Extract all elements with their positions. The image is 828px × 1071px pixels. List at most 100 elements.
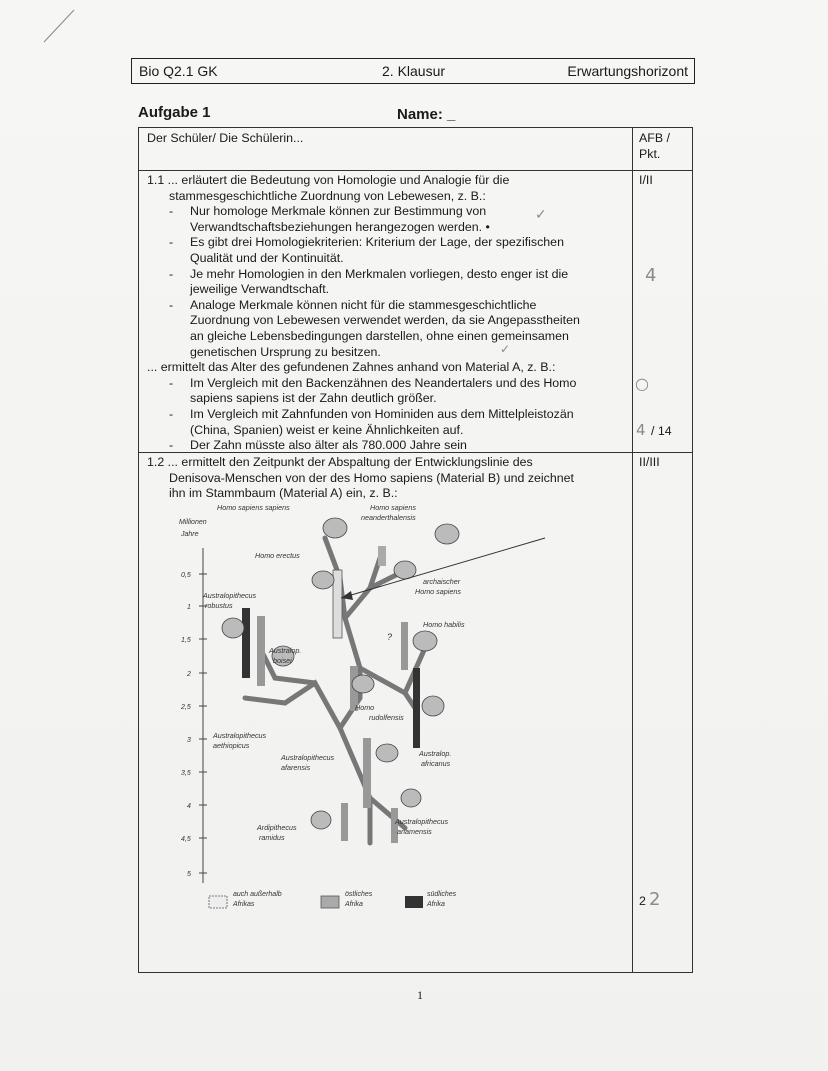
species-label: Ardipithecus bbox=[256, 823, 297, 832]
legend-label: Afrika bbox=[344, 901, 363, 908]
handwritten-score: 4 bbox=[645, 265, 657, 286]
legend-label: östliches bbox=[345, 891, 373, 898]
lineage-bar-erectus bbox=[332, 569, 343, 639]
handwritten-check: ✓ bbox=[500, 342, 511, 356]
legend-swatch-south-africa bbox=[405, 896, 423, 908]
species-label: neanderthalensis bbox=[361, 513, 416, 522]
afb-header: AFB / bbox=[639, 131, 670, 145]
skull-icon bbox=[221, 617, 245, 639]
page-number: 1 bbox=[417, 988, 423, 1002]
lineage-bar-habilis bbox=[401, 622, 408, 670]
species-label: africanus bbox=[421, 759, 451, 768]
tree-legend: auch außerhalb Afrikas östliches Afrika … bbox=[208, 891, 457, 909]
species-label: anamensis bbox=[397, 827, 432, 836]
lineage-bar-boisei bbox=[257, 616, 265, 686]
species-label: Homo erectus bbox=[255, 551, 300, 560]
species-label: Australopithecus bbox=[202, 591, 257, 600]
row-2-content: 1.2 ... ermittelt den Zeitpunkt der Absp… bbox=[147, 455, 632, 502]
row-1-intro-cont: stammesgeschichtliche Zuordnung von Lebe… bbox=[169, 188, 486, 203]
legend-swatch-outside-africa bbox=[208, 895, 228, 909]
row-2-line: ihn im Stammbaum (Material A) ein, z. B.… bbox=[169, 486, 398, 501]
arrow-head bbox=[341, 591, 353, 600]
axis-ticks bbox=[199, 573, 207, 874]
handwritten-score: 4 bbox=[636, 421, 646, 439]
legend-label: auch außerhalb bbox=[233, 891, 282, 898]
list-item: Nur homologe Merkmale können zur Bestimm… bbox=[147, 204, 632, 235]
species-label: ramidus bbox=[259, 833, 285, 842]
list-item: Im Vergleich mit Zahnfunden von Hominide… bbox=[147, 407, 632, 438]
species-labels: Homo sapiens sapiens Homo sapiens neande… bbox=[202, 503, 465, 842]
lineage-bar-anamensis bbox=[341, 803, 348, 841]
tick-label: 3 bbox=[187, 737, 191, 744]
name-label: Name: _ bbox=[397, 106, 456, 123]
skull-icon bbox=[310, 810, 332, 830]
points-header: Pkt. bbox=[639, 146, 661, 161]
species-label: Homo bbox=[355, 703, 374, 712]
species-label: Homo sapiens bbox=[415, 587, 461, 596]
species-label: archaischer bbox=[423, 577, 461, 586]
species-label: Australopithecus bbox=[280, 753, 335, 762]
species-label: Homo sapiens bbox=[370, 503, 416, 512]
legend-swatch-east-africa bbox=[320, 895, 340, 909]
tick-labels: 0,5 1 1,5 2 2,5 3 3,5 4 4,5 5 bbox=[180, 572, 191, 878]
skull-icon bbox=[400, 788, 422, 808]
exam-label: 2. Klausur bbox=[382, 63, 446, 79]
list-item: Im Vergleich mit den Backenzähnen des Ne… bbox=[147, 376, 632, 407]
lineage-bar-afarensis bbox=[363, 738, 371, 808]
row-1-afb: I/II bbox=[639, 173, 653, 187]
tick-label: 0,5 bbox=[181, 572, 191, 579]
species-label: Australopithecus bbox=[394, 817, 449, 826]
row-2-afb: II/III bbox=[639, 455, 660, 469]
species-label: aethiopicus bbox=[213, 741, 250, 750]
column-divider bbox=[632, 128, 633, 972]
tick-label: 3,5 bbox=[181, 770, 191, 777]
handwritten-check: ✓ bbox=[535, 207, 547, 223]
phylogenetic-tree: Millionen Jahre 0,5 1 1,5 2 2,5 3 3,5 4 … bbox=[179, 503, 546, 909]
skull-icon bbox=[271, 645, 295, 667]
tick-label: 4,5 bbox=[181, 836, 191, 843]
document-type-label: Erwartungshorizont bbox=[567, 63, 688, 79]
skull-icons bbox=[221, 517, 460, 830]
handwritten-score: 2 bbox=[649, 889, 661, 910]
list-item: Der Zahn müsste also älter als 780.000 J… bbox=[147, 438, 632, 454]
list-item: Es gibt drei Homologiekriterien: Kriteri… bbox=[147, 235, 632, 266]
tick-label: 5 bbox=[187, 871, 191, 878]
row-1-points: / 14 bbox=[651, 424, 672, 438]
skull-icon bbox=[375, 743, 399, 763]
axis-title: Millionen bbox=[179, 519, 207, 526]
skull-icon bbox=[393, 560, 417, 580]
tick-label: 1 bbox=[187, 604, 191, 611]
lineage-bar-robustus bbox=[242, 608, 250, 678]
list-item: Je mehr Homologien in den Merkmalen vorl… bbox=[147, 267, 632, 298]
species-label: Homo sapiens sapiens bbox=[217, 503, 290, 512]
pen-stroke bbox=[43, 9, 75, 43]
list-item: Analoge Merkmale können nicht für die st… bbox=[147, 298, 632, 360]
species-label: Australopithecus bbox=[212, 731, 267, 740]
legend-label: südliches bbox=[427, 891, 457, 898]
lineage-bar-ramidus bbox=[391, 808, 398, 843]
question-mark: ? bbox=[387, 632, 392, 642]
row-divider bbox=[139, 170, 692, 171]
annotation-arrow bbox=[340, 537, 546, 599]
axis-title: Jahre bbox=[180, 531, 199, 538]
table-head-right: AFB / Pkt. bbox=[639, 131, 670, 162]
species-label: robustus bbox=[205, 601, 233, 610]
row-2-line: Denisova-Menschen von der des Homo sapie… bbox=[169, 470, 574, 485]
tick-label: 2 bbox=[186, 671, 191, 678]
skull-icon bbox=[351, 674, 375, 694]
grading-table: Der Schüler/ Die Schülerin... AFB / Pkt.… bbox=[138, 127, 693, 973]
species-label: Homo habilis bbox=[423, 620, 465, 629]
skull-icon bbox=[434, 523, 460, 545]
lineage-bar-neanderthal bbox=[378, 546, 386, 566]
skull-icon bbox=[322, 517, 348, 539]
row-2-line: 1.2 ... ermittelt den Zeitpunkt der Absp… bbox=[147, 455, 533, 469]
table-head-left: Der Schüler/ Die Schülerin... bbox=[147, 131, 304, 145]
skull-icon bbox=[311, 570, 335, 590]
row-1-content: 1.1 ... erläutert die Bedeutung von Homo… bbox=[147, 173, 632, 454]
species-label: afarensis bbox=[281, 763, 311, 772]
legend-label: Afrikas bbox=[232, 901, 255, 908]
tick-label: 1,5 bbox=[181, 637, 191, 644]
handwritten-circle: ○ bbox=[635, 374, 649, 393]
row-1-intro: 1.1 ... erläutert die Bedeutung von Homo… bbox=[147, 173, 510, 187]
